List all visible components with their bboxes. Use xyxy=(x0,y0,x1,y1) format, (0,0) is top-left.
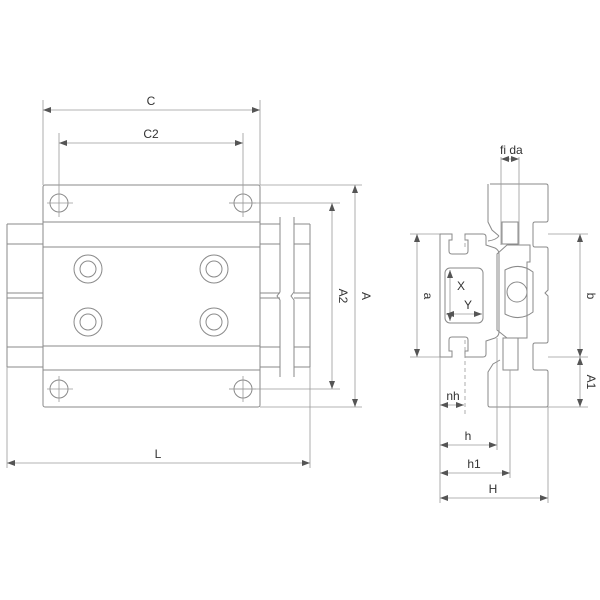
label-A2: A2 xyxy=(336,289,350,304)
carriage-inner xyxy=(496,244,531,339)
dimension-L: L xyxy=(6,367,311,468)
label-Y: Y xyxy=(464,298,472,312)
rail-profile xyxy=(439,233,500,358)
label-A1: A1 xyxy=(584,375,598,390)
front-view: C C2 A A2 L xyxy=(6,94,373,468)
dimension-A2: A2 xyxy=(229,202,350,390)
dimension-A: A xyxy=(260,184,373,408)
break-line xyxy=(276,217,295,377)
label-A: A xyxy=(359,292,373,300)
label-h1: h1 xyxy=(467,457,481,471)
label-H: H xyxy=(489,482,498,496)
cavity-dimensions: X Y xyxy=(446,270,482,321)
dimension-h1: h1 xyxy=(440,457,510,476)
label-nh: nh xyxy=(446,389,459,403)
label-C2: C2 xyxy=(143,127,159,141)
label-da: da xyxy=(509,143,523,157)
ball-circle xyxy=(506,281,528,303)
side-view: X Y fi da a b A1 nh xyxy=(410,143,598,503)
dimension-C2: C2 xyxy=(58,127,244,190)
dimension-nh: nh xyxy=(440,389,464,408)
dimension-h: h xyxy=(440,429,497,448)
dimension-a: a xyxy=(410,233,440,358)
dimension-A1: A1 xyxy=(577,357,598,407)
dimension-H: H xyxy=(440,482,548,501)
counterbored-holes xyxy=(73,254,229,337)
label-a: a xyxy=(421,293,435,300)
label-L: L xyxy=(155,447,162,461)
label-fi: fi xyxy=(500,143,506,157)
dimension-C: C xyxy=(42,94,261,185)
carriage xyxy=(42,184,261,408)
label-C: C xyxy=(147,94,156,108)
label-h: h xyxy=(465,429,472,443)
rail xyxy=(6,217,311,377)
rail-cavity xyxy=(444,267,484,324)
label-X: X xyxy=(457,279,465,293)
carriage-profile xyxy=(487,183,549,408)
dimension-fi-da: fi da xyxy=(500,143,523,245)
label-b: b xyxy=(584,293,598,300)
